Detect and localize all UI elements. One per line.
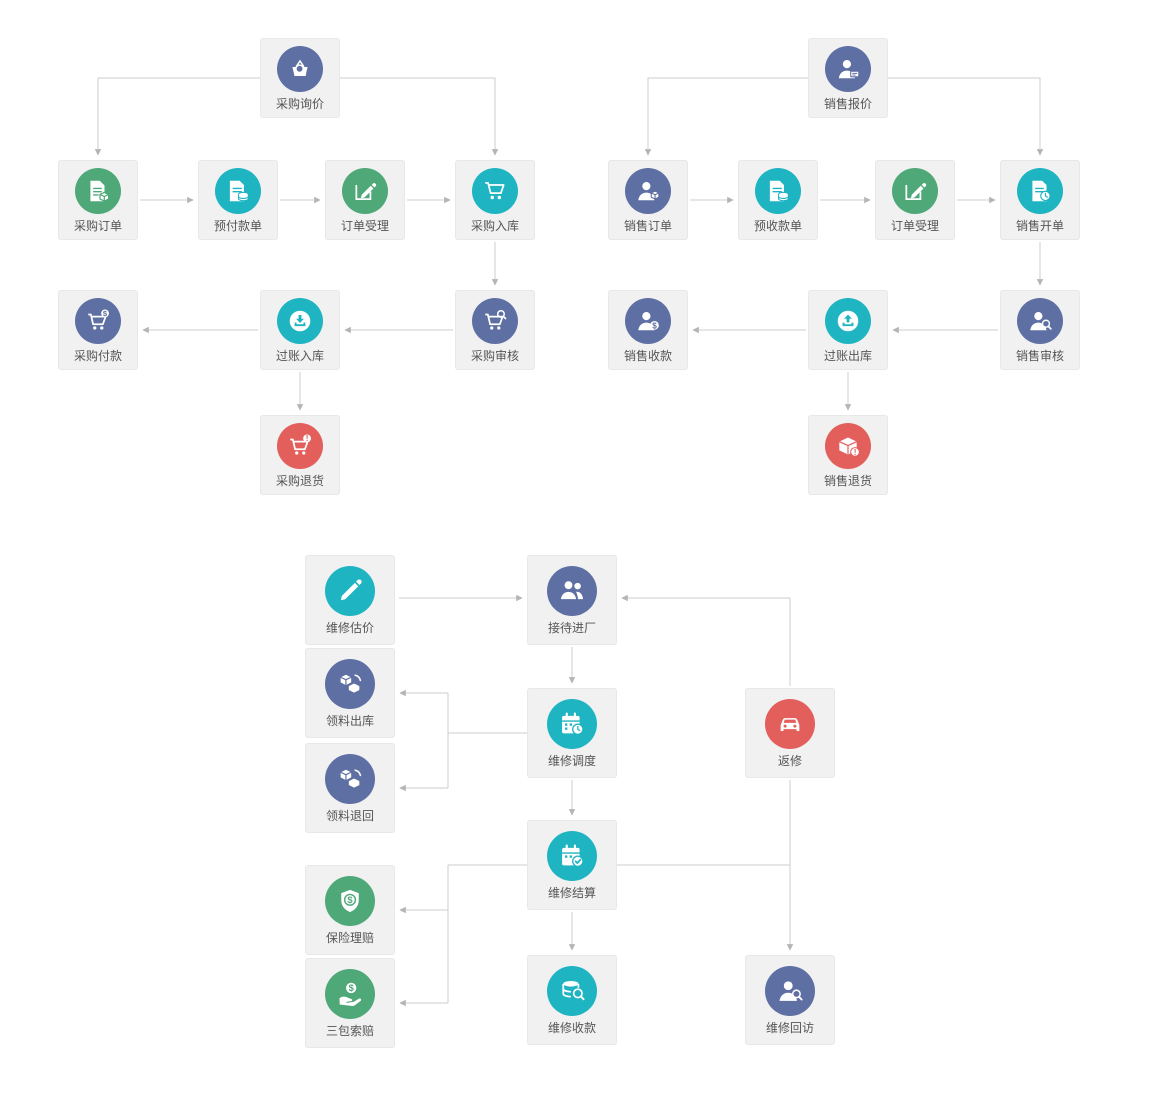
node-sales-receive[interactable]: 销售收款 bbox=[608, 290, 688, 370]
node-purchase-order[interactable]: 采购订单 bbox=[58, 160, 138, 240]
node-repair-settlement[interactable]: 维修结算 bbox=[527, 820, 617, 910]
node-label: 预收款单 bbox=[753, 219, 802, 233]
person-search-icon bbox=[1017, 298, 1063, 344]
basket-search-icon bbox=[277, 46, 323, 92]
car-icon bbox=[765, 699, 815, 749]
node-purchase-audit[interactable]: 采购审核 bbox=[455, 290, 535, 370]
node-label: 领料退回 bbox=[325, 809, 374, 823]
node-label: 采购退货 bbox=[275, 474, 324, 488]
node-label: 维修回访 bbox=[765, 1021, 814, 1035]
node-label: 采购付款 bbox=[73, 349, 122, 363]
node-label: 预付款单 bbox=[213, 219, 262, 233]
node-purchase-inquiry[interactable]: 采购询价 bbox=[260, 38, 340, 118]
node-label: 采购入库 bbox=[470, 219, 519, 233]
node-label: 维修结算 bbox=[547, 886, 596, 900]
node-label: 订单受理 bbox=[340, 219, 389, 233]
cart-dollar-icon bbox=[75, 298, 121, 344]
node-label: 销售订单 bbox=[623, 219, 672, 233]
node-purchase-inbound[interactable]: 采购入库 bbox=[455, 160, 535, 240]
node-sales-billing[interactable]: 销售开单 bbox=[1000, 160, 1080, 240]
shield-dollar-icon bbox=[325, 876, 375, 926]
node-label: 采购审核 bbox=[470, 349, 519, 363]
node-label: 过账出库 bbox=[823, 349, 872, 363]
calendar-clock-icon bbox=[547, 699, 597, 749]
node-repair-material-return[interactable]: 领料退回 bbox=[305, 743, 395, 833]
node-repair-reception[interactable]: 接待进厂 bbox=[527, 555, 617, 645]
node-label: 销售审核 bbox=[1015, 349, 1064, 363]
tray-down-icon bbox=[277, 298, 323, 344]
tray-up-icon bbox=[825, 298, 871, 344]
node-sales-accept[interactable]: 订单受理 bbox=[875, 160, 955, 240]
person-search-icon bbox=[765, 966, 815, 1016]
node-purchase-payment[interactable]: 采购付款 bbox=[58, 290, 138, 370]
cart-search-icon bbox=[472, 298, 518, 344]
node-label: 采购询价 bbox=[275, 97, 324, 111]
node-repair-dispatch[interactable]: 维修调度 bbox=[527, 688, 617, 778]
node-repair-estimate[interactable]: 维修估价 bbox=[305, 555, 395, 645]
cart-alert-icon bbox=[277, 423, 323, 469]
hand-dollar-icon bbox=[325, 969, 375, 1019]
node-label: 销售开单 bbox=[1015, 219, 1064, 233]
node-repair-receive[interactable]: 维修收款 bbox=[527, 955, 617, 1045]
node-label: 接待进厂 bbox=[547, 621, 596, 635]
person-dollar-icon bbox=[625, 298, 671, 344]
document-clock-icon bbox=[1017, 168, 1063, 214]
cart-icon bbox=[472, 168, 518, 214]
node-label: 订单受理 bbox=[890, 219, 939, 233]
node-purchase-accept[interactable]: 订单受理 bbox=[325, 160, 405, 240]
box-alert-icon bbox=[825, 423, 871, 469]
node-label: 维修调度 bbox=[547, 754, 596, 768]
node-label: 领料出库 bbox=[325, 714, 374, 728]
node-sales-posting-out[interactable]: 过账出库 bbox=[808, 290, 888, 370]
node-repair-rework[interactable]: 返修 bbox=[745, 688, 835, 778]
node-sales-audit[interactable]: 销售审核 bbox=[1000, 290, 1080, 370]
node-label: 过账入库 bbox=[275, 349, 324, 363]
node-label: 维修收款 bbox=[547, 1021, 596, 1035]
node-sales-order[interactable]: 销售订单 bbox=[608, 160, 688, 240]
edit-square-icon bbox=[342, 168, 388, 214]
person-box-icon bbox=[625, 168, 671, 214]
node-label: 销售报价 bbox=[823, 97, 872, 111]
node-sales-prereceive[interactable]: 预收款单 bbox=[738, 160, 818, 240]
people-icon bbox=[547, 566, 597, 616]
calendar-check-icon bbox=[547, 831, 597, 881]
node-label: 销售收款 bbox=[623, 349, 672, 363]
document-coins-icon bbox=[755, 168, 801, 214]
node-label: 销售退货 bbox=[823, 474, 872, 488]
pencil-icon bbox=[325, 566, 375, 616]
edit-square-icon bbox=[892, 168, 938, 214]
document-box-icon bbox=[75, 168, 121, 214]
node-sales-return[interactable]: 销售退货 bbox=[808, 415, 888, 495]
node-label: 保险理赔 bbox=[325, 931, 374, 945]
node-purchase-posting-in[interactable]: 过账入库 bbox=[260, 290, 340, 370]
person-tag-icon bbox=[825, 46, 871, 92]
parts-icon bbox=[325, 659, 375, 709]
node-sales-quote[interactable]: 销售报价 bbox=[808, 38, 888, 118]
node-label: 采购订单 bbox=[73, 219, 122, 233]
node-repair-followup[interactable]: 维修回访 bbox=[745, 955, 835, 1045]
node-label: 维修估价 bbox=[325, 621, 374, 635]
parts-icon bbox=[325, 754, 375, 804]
node-label: 返修 bbox=[777, 754, 802, 768]
node-repair-material-out[interactable]: 领料出库 bbox=[305, 648, 395, 738]
node-purchase-prepay[interactable]: 预付款单 bbox=[198, 160, 278, 240]
coins-search-icon bbox=[547, 966, 597, 1016]
document-coins-icon bbox=[215, 168, 261, 214]
node-repair-insurance[interactable]: 保险理赔 bbox=[305, 865, 395, 955]
node-label: 三包索赔 bbox=[325, 1024, 374, 1038]
node-purchase-return[interactable]: 采购退货 bbox=[260, 415, 340, 495]
node-repair-warranty[interactable]: 三包索赔 bbox=[305, 958, 395, 1048]
